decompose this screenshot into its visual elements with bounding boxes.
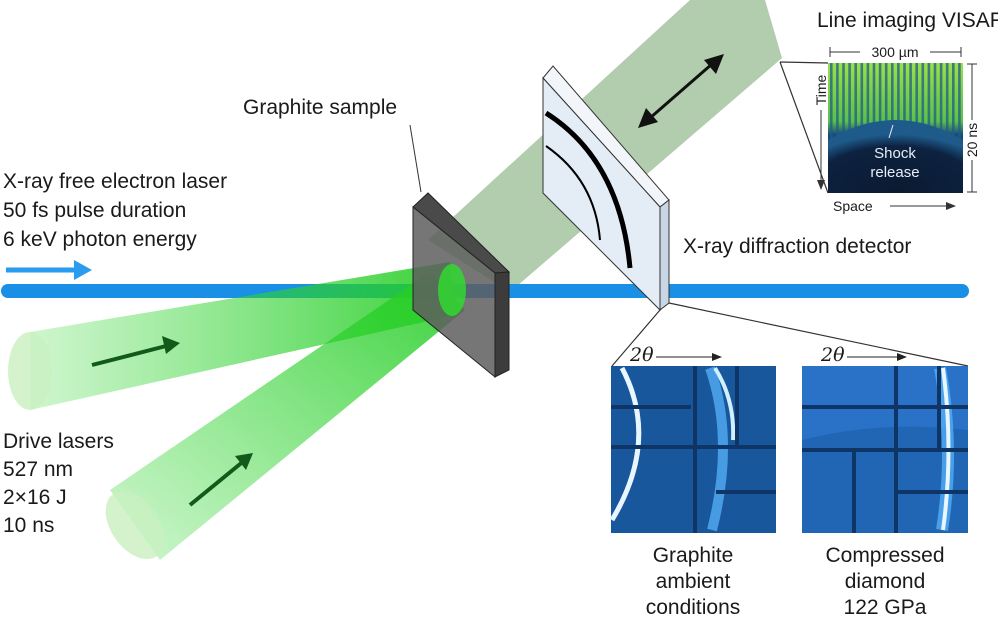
visar-axis-space: Space bbox=[833, 198, 873, 214]
caption-diamond-line3: 122 GPa bbox=[844, 596, 927, 619]
visar-fringe bbox=[872, 63, 876, 143]
sample-label: Graphite sample bbox=[243, 96, 397, 119]
xray-direction-arrow-icon bbox=[6, 260, 92, 280]
visar-time-label: 20 ns bbox=[964, 123, 980, 157]
double-arrow-icon bbox=[638, 54, 724, 128]
visar-title: Line imaging VISAR bbox=[817, 9, 998, 32]
drive-laser-upper bbox=[8, 262, 455, 410]
two-theta-label: 2θ bbox=[629, 344, 654, 366]
sample-leader-line bbox=[409, 124, 422, 193]
xfel-label: X-ray free electron laser bbox=[3, 170, 227, 193]
two-theta-arrow-icon bbox=[656, 353, 722, 361]
visar-projection-line bbox=[779, 61, 829, 194]
two-theta-arrow-icon bbox=[847, 353, 907, 361]
drive-laser-energy: 2×16 J bbox=[3, 486, 67, 509]
visar-fringe bbox=[866, 63, 870, 143]
visar-axis-time: Time bbox=[813, 74, 829, 105]
arrow-icon bbox=[162, 336, 180, 354]
visar-fringe bbox=[830, 63, 833, 143]
visar-fringe bbox=[958, 63, 961, 143]
caption-graphite-line2: ambient bbox=[656, 570, 731, 593]
space-arrow-icon bbox=[890, 202, 956, 210]
shock-label: Shock bbox=[874, 145, 916, 162]
visar-time-scale bbox=[967, 63, 977, 193]
visar-fringe bbox=[921, 63, 925, 143]
visar-fringe bbox=[903, 63, 906, 143]
caption-graphite-line3: conditions bbox=[646, 596, 741, 619]
arrow-icon bbox=[188, 458, 247, 507]
graphite-sample bbox=[412, 192, 511, 379]
arrow-icon bbox=[91, 343, 171, 367]
arrow-icon bbox=[235, 453, 253, 470]
time-arrow-icon bbox=[817, 110, 825, 190]
two-theta-label: 2θ bbox=[820, 344, 845, 366]
visar-width-label: 300 µm bbox=[872, 44, 919, 60]
drive-laser-lower bbox=[105, 272, 465, 560]
visar-fringe bbox=[952, 63, 955, 143]
release-label: release bbox=[870, 164, 919, 181]
visar-fringe bbox=[884, 63, 888, 143]
drive-laser-duration: 10 ns bbox=[3, 514, 54, 537]
visar-fringe bbox=[933, 63, 937, 143]
xfel-photon-energy: 6 keV photon energy bbox=[3, 228, 197, 251]
shock-pointer bbox=[888, 124, 894, 139]
xfel-pulse-duration: 50 fs pulse duration bbox=[3, 199, 186, 222]
visar-fringe bbox=[860, 63, 864, 143]
detector-label: X-ray diffraction detector bbox=[683, 235, 911, 258]
visar-fringe bbox=[836, 63, 839, 143]
caption-diamond-line2: diamond bbox=[845, 570, 926, 593]
diffraction-image-graphite bbox=[609, 366, 776, 533]
visar-fringe bbox=[945, 63, 949, 143]
visar-fringe bbox=[842, 63, 845, 143]
visar-width-scale bbox=[829, 47, 962, 57]
visar-fringe bbox=[848, 63, 851, 143]
visar-fringe bbox=[939, 63, 943, 143]
drive-laser-label: Drive lasers bbox=[3, 430, 114, 453]
caption-diamond-line1: Compressed bbox=[825, 544, 944, 567]
visar-projection-line bbox=[779, 61, 829, 64]
visar-fringe bbox=[878, 63, 882, 143]
visar-fringe bbox=[891, 63, 894, 143]
visar-image bbox=[828, 63, 963, 193]
visar-fringe bbox=[909, 63, 912, 143]
xray-diffraction-detector bbox=[542, 65, 670, 312]
diffraction-projection-line bbox=[611, 309, 661, 367]
diffraction-projection-line bbox=[668, 302, 969, 367]
caption-graphite-line1: Graphite bbox=[653, 544, 734, 567]
visar-fringe bbox=[897, 63, 900, 143]
visar-fringe bbox=[854, 63, 857, 143]
drive-laser-wavelength: 527 nm bbox=[3, 458, 73, 481]
visar-fringe bbox=[915, 63, 918, 143]
visar-fringe bbox=[927, 63, 931, 143]
diffraction-image-diamond bbox=[802, 366, 968, 533]
